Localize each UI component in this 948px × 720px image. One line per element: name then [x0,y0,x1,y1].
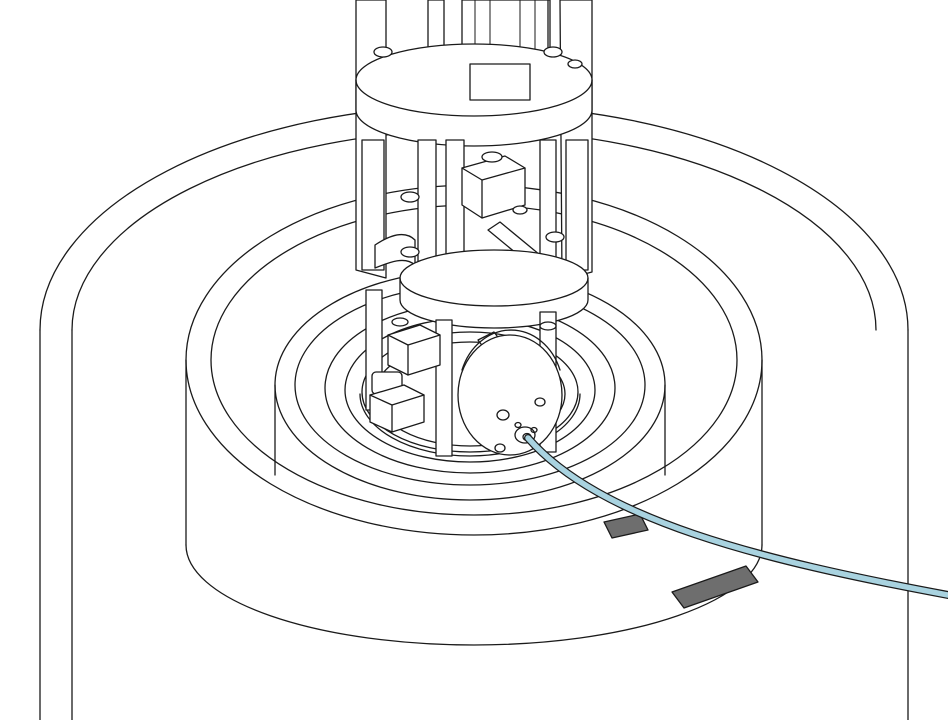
central-tower [355,0,593,457]
alignment-markers [603,513,759,609]
sensor-cable [524,434,948,599]
marker-inner [603,513,649,539]
marker-outer [671,565,759,609]
